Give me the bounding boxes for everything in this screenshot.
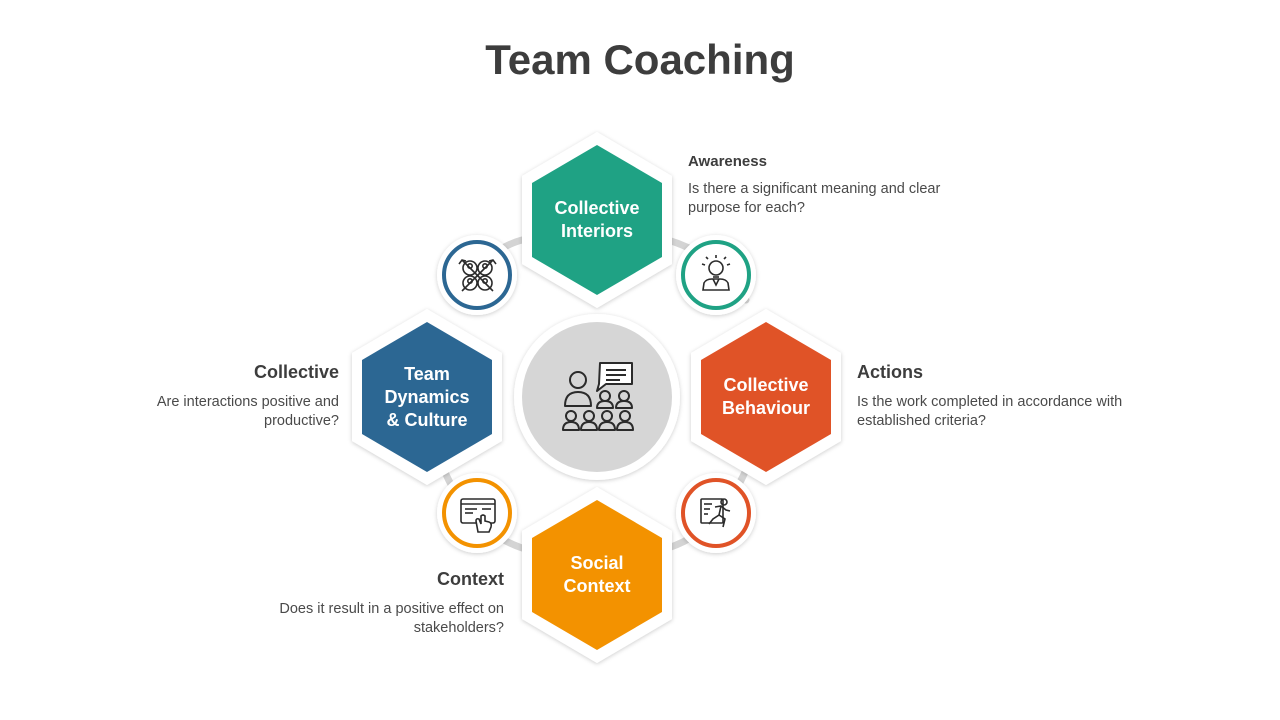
team-meeting-icon (562, 362, 634, 431)
icon-circle-top-right (676, 235, 756, 315)
team-network-icon (458, 259, 497, 292)
hexagon-top (522, 132, 672, 308)
icon-circle-bottom-left (437, 473, 517, 553)
actions-text: Is the work completed in accordance with… (857, 394, 1123, 429)
hexagon-top-fill (532, 145, 662, 295)
center-hub (514, 314, 680, 480)
hexagon-top-label: Collective Interiors (554, 198, 640, 241)
awareness-text: Is there a significant meaning and clear… (688, 181, 941, 216)
context-text: Does it result in a positive effect on s… (279, 601, 504, 636)
hexagon-left (352, 309, 502, 485)
running-person-icon (700, 498, 731, 528)
collective-text: Are interactions positive and productive… (156, 394, 339, 429)
hexagon-right (691, 309, 841, 485)
icon-circle-bottom-right (676, 473, 756, 553)
hexagon-bottom-label: Social Context (563, 553, 631, 596)
hexagon-left-fill (362, 322, 492, 472)
hexagon-bottom-fill (532, 500, 662, 650)
hexagon-right-label: Collective Behaviour (721, 375, 811, 418)
context-title: Context (437, 569, 504, 589)
idea-person-icon (701, 255, 731, 291)
awareness-title: Awareness (688, 153, 767, 170)
icon-circle-top-left (437, 235, 517, 315)
hexagon-bottom (522, 487, 672, 663)
collective-title: Collective (253, 362, 339, 382)
actions-title: Actions (857, 362, 924, 382)
online-click-icon (460, 498, 496, 533)
hexagon-left-label: Team Dynamics & Culture (384, 363, 470, 430)
page-title: Team Coaching (485, 36, 795, 83)
hexagon-right-fill (701, 322, 831, 472)
